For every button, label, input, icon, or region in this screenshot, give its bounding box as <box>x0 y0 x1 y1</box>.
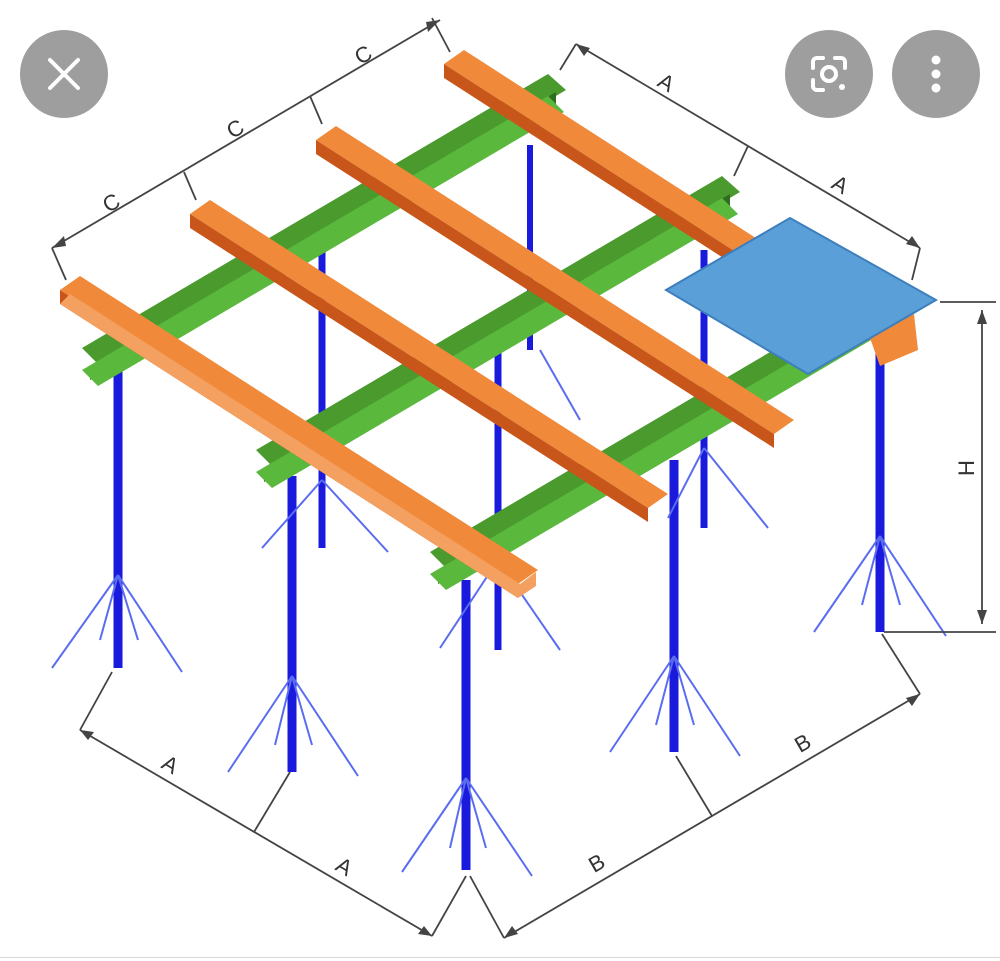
more-vert-icon <box>931 55 941 93</box>
dim-label-a-bot1: A <box>158 750 183 779</box>
close-button[interactable] <box>20 30 108 118</box>
dim-label-h: H <box>954 460 979 476</box>
tripod <box>609 655 741 757</box>
dim-label-b2: B <box>790 729 815 758</box>
close-icon <box>48 58 80 90</box>
lens-search-icon <box>811 56 847 92</box>
dim-label-c3: C <box>350 40 376 70</box>
primary-beam <box>256 176 740 488</box>
dim-label-a-bot2: A <box>332 852 357 881</box>
primary-beams <box>82 74 914 590</box>
tripod <box>813 535 947 637</box>
secondary-beam <box>60 276 538 598</box>
prop <box>227 476 359 777</box>
more-options-button[interactable] <box>892 30 980 118</box>
dimension-arrows <box>52 20 987 938</box>
dim-label-c2: C <box>222 114 248 144</box>
prop <box>813 348 947 637</box>
plywood-panel <box>664 216 939 376</box>
dimension-lines <box>51 17 996 939</box>
tripod <box>227 675 359 777</box>
prop <box>51 370 183 673</box>
dim-label-b1: B <box>584 849 609 878</box>
lens-search-button[interactable] <box>785 30 873 118</box>
secondary-beam <box>316 126 794 448</box>
tripod <box>51 574 183 673</box>
secondary-beams <box>60 50 918 598</box>
bottom-divider <box>0 957 1000 958</box>
secondary-beam <box>190 200 668 522</box>
prop <box>609 460 741 757</box>
primary-beam <box>82 74 566 386</box>
tripod <box>401 777 533 877</box>
dim-label-c1: C <box>98 188 124 218</box>
prop <box>401 580 533 877</box>
secondary-beam <box>870 314 918 366</box>
